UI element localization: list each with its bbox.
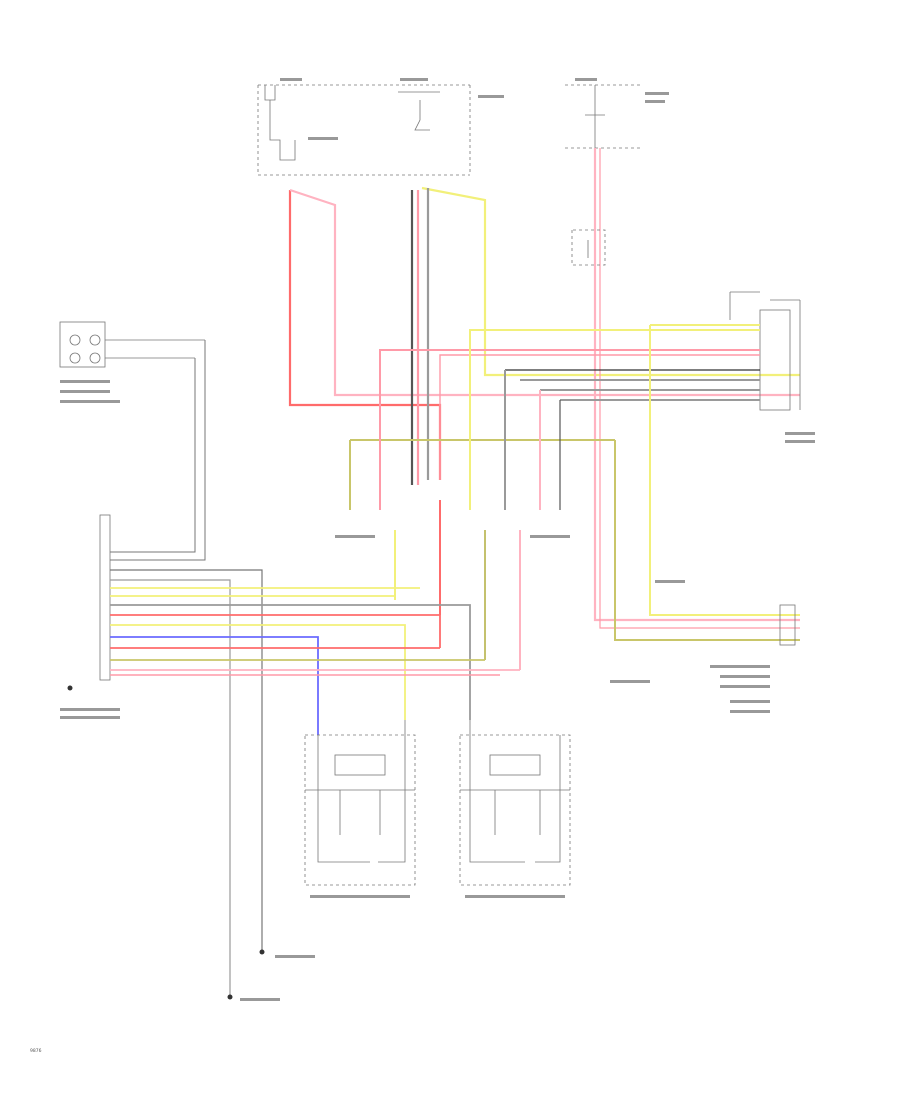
middle-drops xyxy=(349,345,800,641)
top-left-fuse-block xyxy=(257,84,471,176)
upper-right-connector xyxy=(729,291,801,411)
left-harness xyxy=(110,340,521,995)
right-vertical-wire xyxy=(593,148,800,629)
right-sensor xyxy=(459,720,571,886)
lower-right-connector xyxy=(779,604,796,646)
top-right-fuse-block xyxy=(565,84,640,149)
top-vertical-wires xyxy=(288,186,800,485)
ground-symbols xyxy=(67,685,265,1000)
left-top-switch xyxy=(59,321,205,368)
diode-box xyxy=(571,229,606,266)
upper-right-harness xyxy=(379,324,800,616)
left-connector-block xyxy=(99,514,111,681)
page-code: 9876 xyxy=(30,1048,42,1054)
lower-drops xyxy=(394,500,521,670)
illegible-labels xyxy=(60,78,815,1001)
left-sensor xyxy=(304,720,416,886)
